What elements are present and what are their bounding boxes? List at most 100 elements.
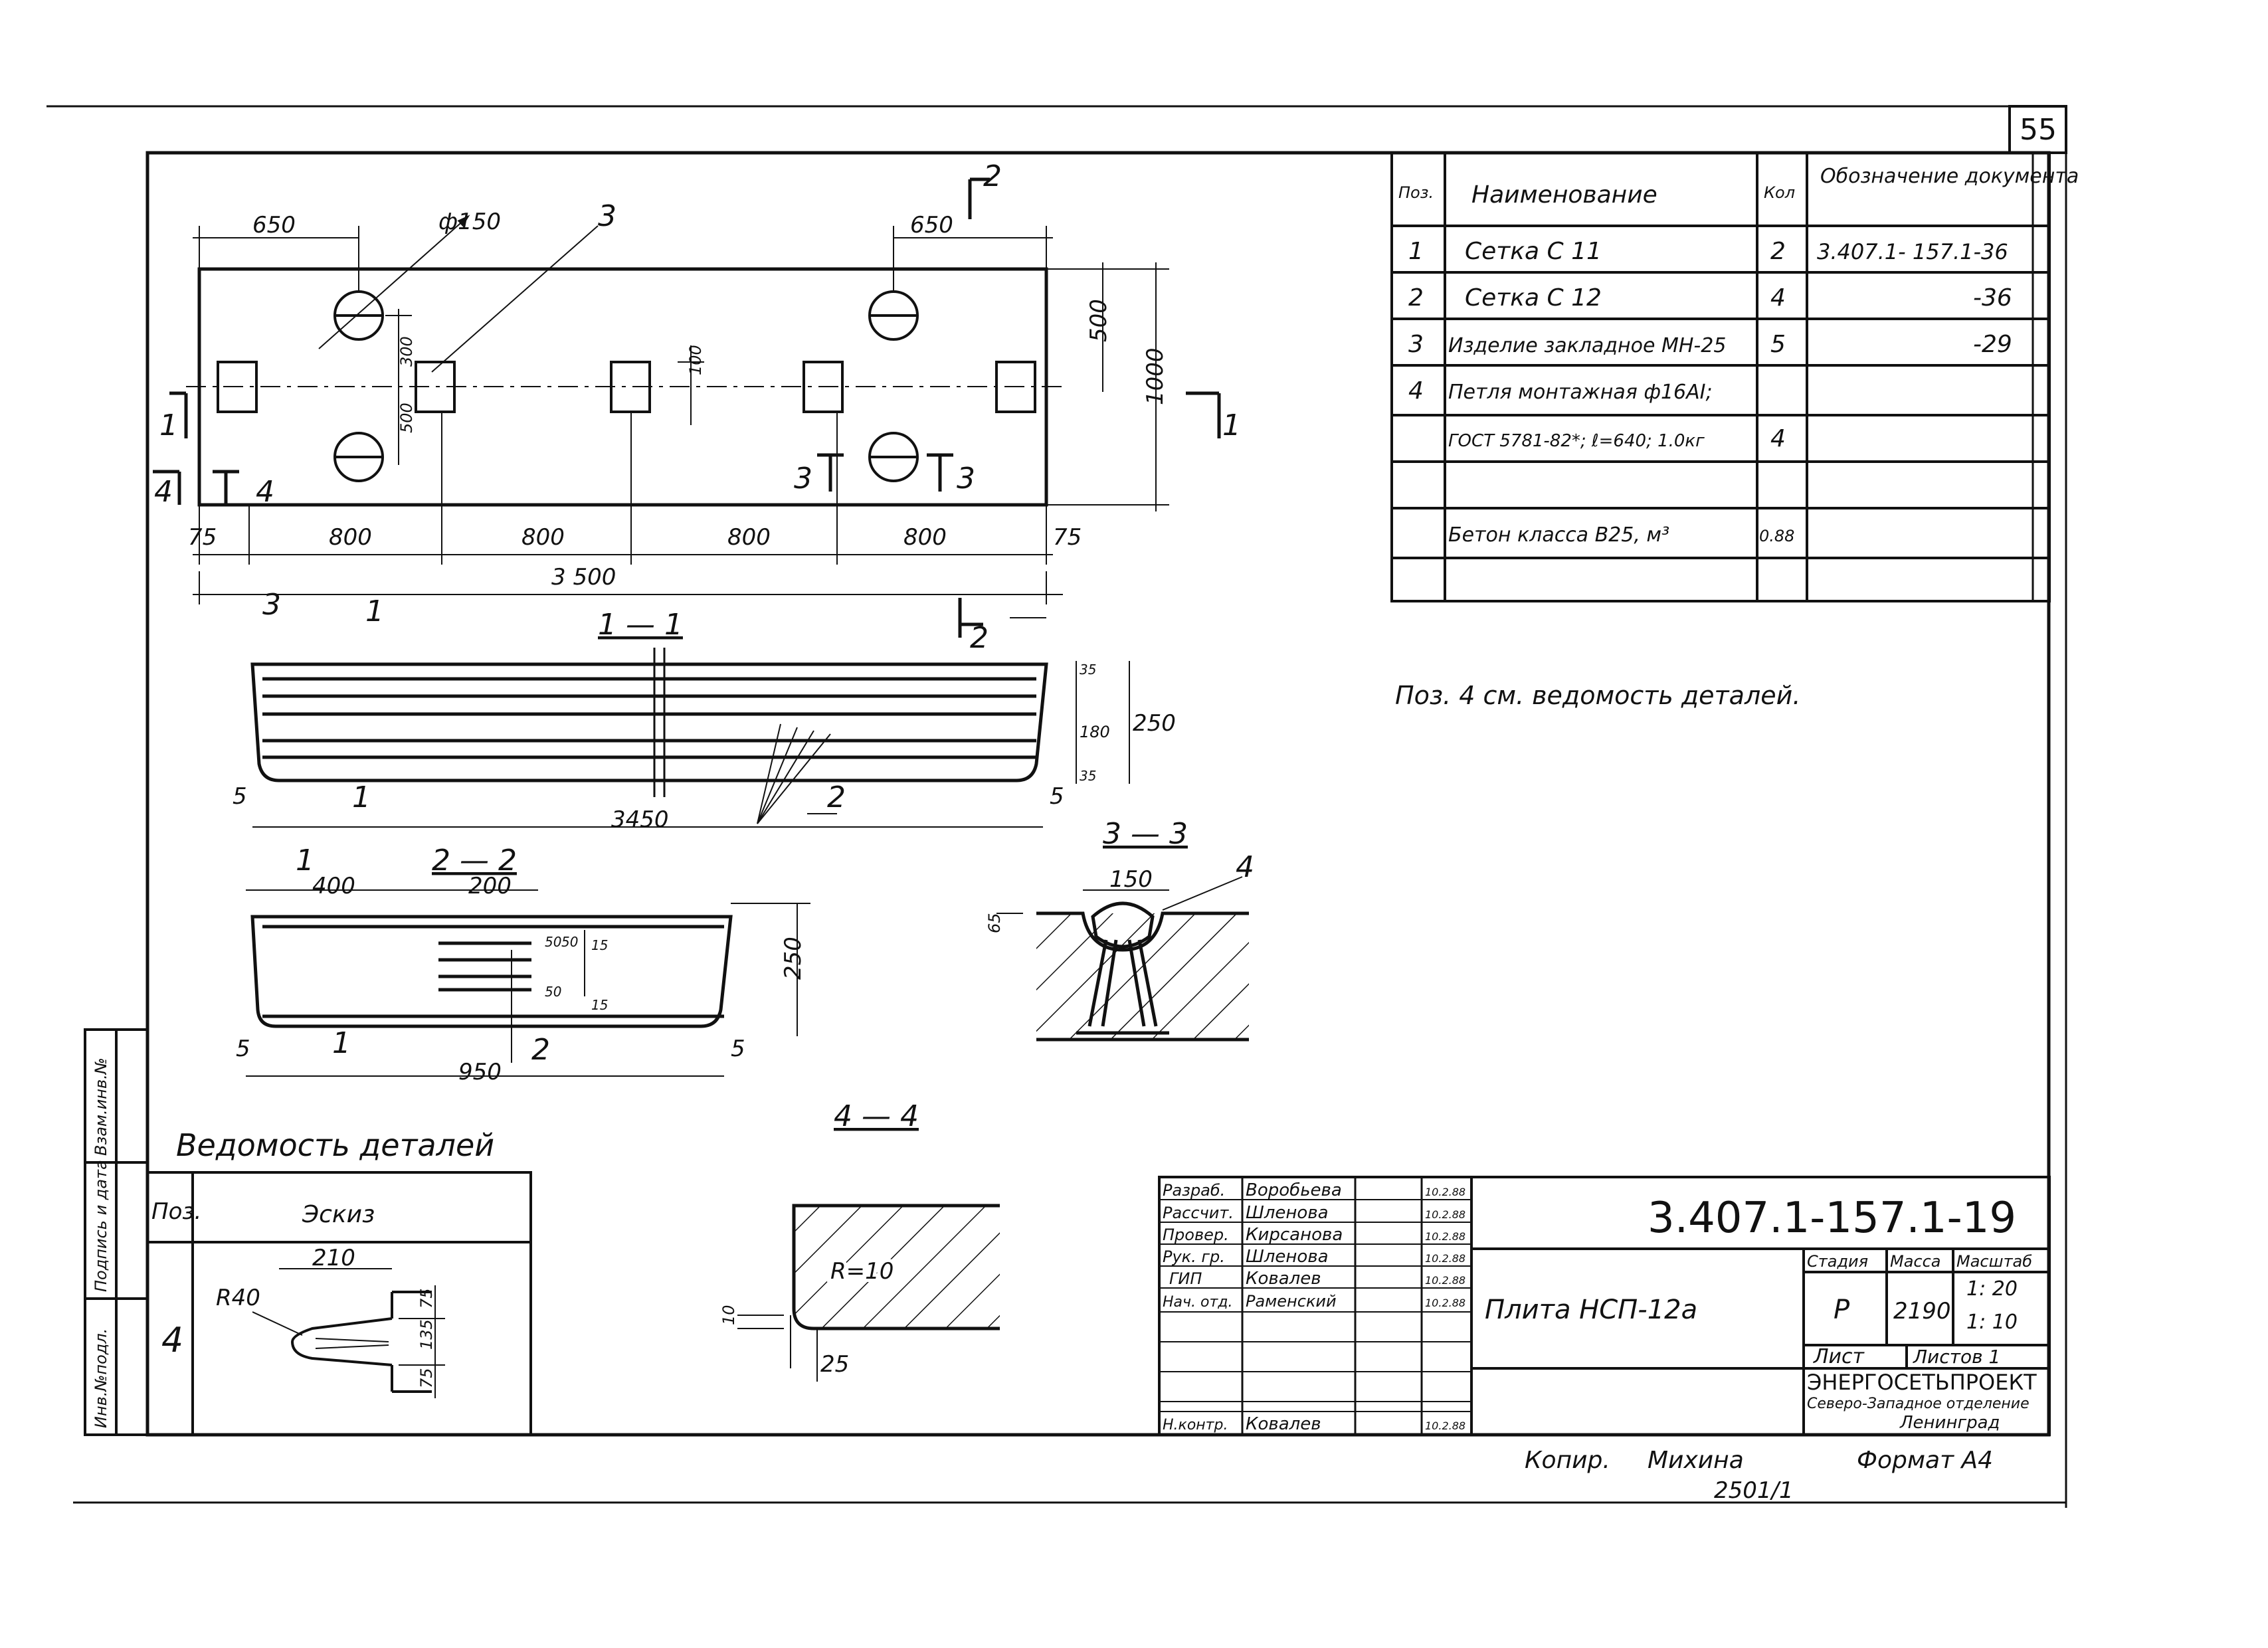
dim-35-bot: 35 bbox=[1080, 768, 1096, 784]
dim-75-right: 75 bbox=[1053, 524, 1082, 551]
sig-2-date: 10.2.88 bbox=[1425, 1208, 1465, 1221]
cut-4-right: 4 bbox=[256, 475, 274, 509]
section-2-2-title: 2 — 2 bbox=[432, 844, 517, 877]
ncontrol-date: 10.2.88 bbox=[1425, 1419, 1465, 1432]
sig-3-name: Кирсанова bbox=[1246, 1225, 1343, 1245]
section-4-4-r10: R=10 bbox=[830, 1258, 894, 1285]
loop-sketch bbox=[252, 1268, 445, 1398]
org-name: ЭНЕРГОСЕТЬПРОЕКТ bbox=[1807, 1370, 2037, 1395]
dim-500-inner: 500 bbox=[397, 403, 416, 433]
section-1-1: 1 — 1 3 1 1 2 2 35 180 250 35 5 5 3450 bbox=[233, 588, 1176, 833]
section-1-1-dim-250: 250 bbox=[1133, 710, 1176, 737]
section-1-1-pos-1-top: 1 bbox=[365, 595, 384, 628]
order-number: 2501/1 bbox=[1714, 1477, 1794, 1504]
plan-view: 650 ф150 3 650 300 500 100 500 1000 75 8… bbox=[153, 159, 1241, 638]
section-1-1-break bbox=[653, 648, 666, 797]
dim-650-left: 650 bbox=[252, 212, 296, 238]
spec-row-2-name: Сетка С 12 bbox=[1465, 284, 1602, 312]
spec-row-7-name: Бетон класса В25, м³ bbox=[1448, 523, 1669, 547]
spec-row-5-qty: 4 bbox=[1770, 425, 1786, 452]
span-4: 800 bbox=[903, 524, 947, 551]
spec-row-2-doc: -36 bbox=[1973, 284, 2012, 312]
section-3-3-dim-65: 65 bbox=[985, 913, 1004, 933]
cut-2-top: 2 bbox=[983, 159, 1002, 193]
spec-row-3-pos: 3 bbox=[1408, 331, 1424, 358]
plan-dimension-lines bbox=[193, 215, 1169, 604]
sig-3-role: Провер. bbox=[1163, 1226, 1229, 1244]
title-block-signature-grid bbox=[1159, 1199, 1471, 1412]
loop-top bbox=[1091, 901, 1155, 949]
spec-row-2-pos: 2 bbox=[1408, 284, 1424, 312]
spec-row-4-pos: 4 bbox=[1408, 377, 1424, 405]
side-strip-inv: Инв.№подл. bbox=[92, 1328, 110, 1428]
section-1-1-pos-3: 3 bbox=[262, 588, 281, 622]
spec-row-1-name: Сетка С 11 bbox=[1465, 238, 1602, 265]
span-1: 800 bbox=[329, 524, 372, 551]
dim-phi150: ф150 bbox=[438, 209, 501, 235]
details-dim-75-bot: 75 bbox=[417, 1368, 436, 1388]
dim-180: 180 bbox=[1080, 723, 1110, 741]
spec-row-3-name: Изделие закладное МН-25 bbox=[1448, 334, 1726, 357]
section-2-2-dim-15a: 15 bbox=[591, 937, 608, 953]
section-2-2-dim-950: 950 bbox=[458, 1059, 502, 1085]
section-2-2-outline bbox=[250, 915, 733, 1028]
spec-header-pos: Поз. bbox=[1398, 183, 1434, 202]
details-dim-210: 210 bbox=[312, 1245, 355, 1271]
section-1-1-dim-5-right: 5 bbox=[1050, 783, 1064, 810]
section-2-2: 2 — 2 1 400 200 50 50 50 15 15 250 5 5 1… bbox=[236, 844, 810, 1085]
dim-total: 3 500 bbox=[551, 564, 616, 591]
copy-label: Копир. bbox=[1525, 1447, 1610, 1474]
spec-row-2-qty: 4 bbox=[1770, 284, 1786, 312]
section-2-2-dimension-lines bbox=[246, 889, 810, 1077]
section-2-2-pos-2: 2 bbox=[531, 1033, 550, 1067]
stage-label: Стадия bbox=[1807, 1252, 1868, 1271]
sig-2-name: Шленова bbox=[1246, 1203, 1329, 1223]
spec-row-7-qty: 0.88 bbox=[1759, 527, 1794, 545]
side-strip-sign: Подпись и дата bbox=[92, 1160, 110, 1292]
page-number: 55 bbox=[2020, 113, 2057, 147]
sig-5-name: Ковалев bbox=[1246, 1269, 1321, 1289]
drawing-name: Плита НСП-12а bbox=[1485, 1295, 1697, 1325]
details-dim-r40: R40 bbox=[216, 1285, 260, 1311]
spec-row-5-name: ГОСТ 5781-82*; ℓ=640; 1.0кг bbox=[1448, 431, 1705, 451]
dim-35-top: 35 bbox=[1080, 662, 1096, 678]
sig-3-date: 10.2.88 bbox=[1425, 1230, 1465, 1243]
copier-name: Михина bbox=[1648, 1447, 1744, 1474]
dim-1000: 1000 bbox=[1142, 347, 1169, 405]
sig-2-role: Рассчит. bbox=[1163, 1204, 1234, 1222]
section-1-1-pos-2: 2 bbox=[827, 780, 846, 814]
sheets-label: Листов 1 bbox=[1913, 1346, 2000, 1368]
spec-header-qty: Кол bbox=[1764, 183, 1795, 202]
sheet-frame bbox=[47, 105, 2067, 1508]
cut-3-right: 3 bbox=[957, 462, 975, 496]
spec-header-doc: Обозначение документа bbox=[1820, 165, 2079, 188]
section-2-2-dim-50a: 50 bbox=[545, 934, 561, 950]
details-table bbox=[146, 1171, 532, 1436]
org-branch: Северо-Западное отделение bbox=[1807, 1396, 2030, 1412]
section-2-2-dim-5-right: 5 bbox=[731, 1036, 745, 1062]
plan-pos-3: 3 bbox=[598, 199, 616, 233]
sig-4-name: Шленова bbox=[1246, 1247, 1329, 1267]
section-3-3-title: 3 — 3 bbox=[1103, 817, 1188, 851]
section-2-2-pos-1-bot: 1 bbox=[332, 1026, 351, 1060]
spec-table bbox=[1390, 151, 2051, 602]
sig-6-date: 10.2.88 bbox=[1425, 1297, 1465, 1309]
cut-1-right: 1 bbox=[1222, 409, 1241, 442]
dim-75-left: 75 bbox=[188, 524, 217, 551]
section-1-1-title: 1 — 1 bbox=[598, 608, 683, 642]
spec-note: Поз. 4 см. ведомость деталей. bbox=[1395, 681, 1800, 710]
section-4-4-dim-10: 10 bbox=[719, 1305, 738, 1325]
span-2: 800 bbox=[521, 524, 565, 551]
cut-3-left: 3 bbox=[794, 462, 812, 496]
spec-header-name: Наименование bbox=[1471, 181, 1657, 209]
section-1-1-cut-2: 2 bbox=[970, 621, 989, 655]
details-header-pos: Поз. bbox=[151, 1198, 201, 1225]
section-4-4-dim-25: 25 bbox=[820, 1351, 849, 1378]
loop-legs bbox=[1087, 939, 1158, 1027]
section-2-2-dim-15b: 15 bbox=[591, 997, 608, 1013]
details-header-sketch: Эскиз bbox=[302, 1201, 375, 1228]
side-strip-replace: Взам.инв.№ bbox=[92, 1057, 110, 1156]
spec-row-1-qty: 2 bbox=[1770, 238, 1786, 265]
